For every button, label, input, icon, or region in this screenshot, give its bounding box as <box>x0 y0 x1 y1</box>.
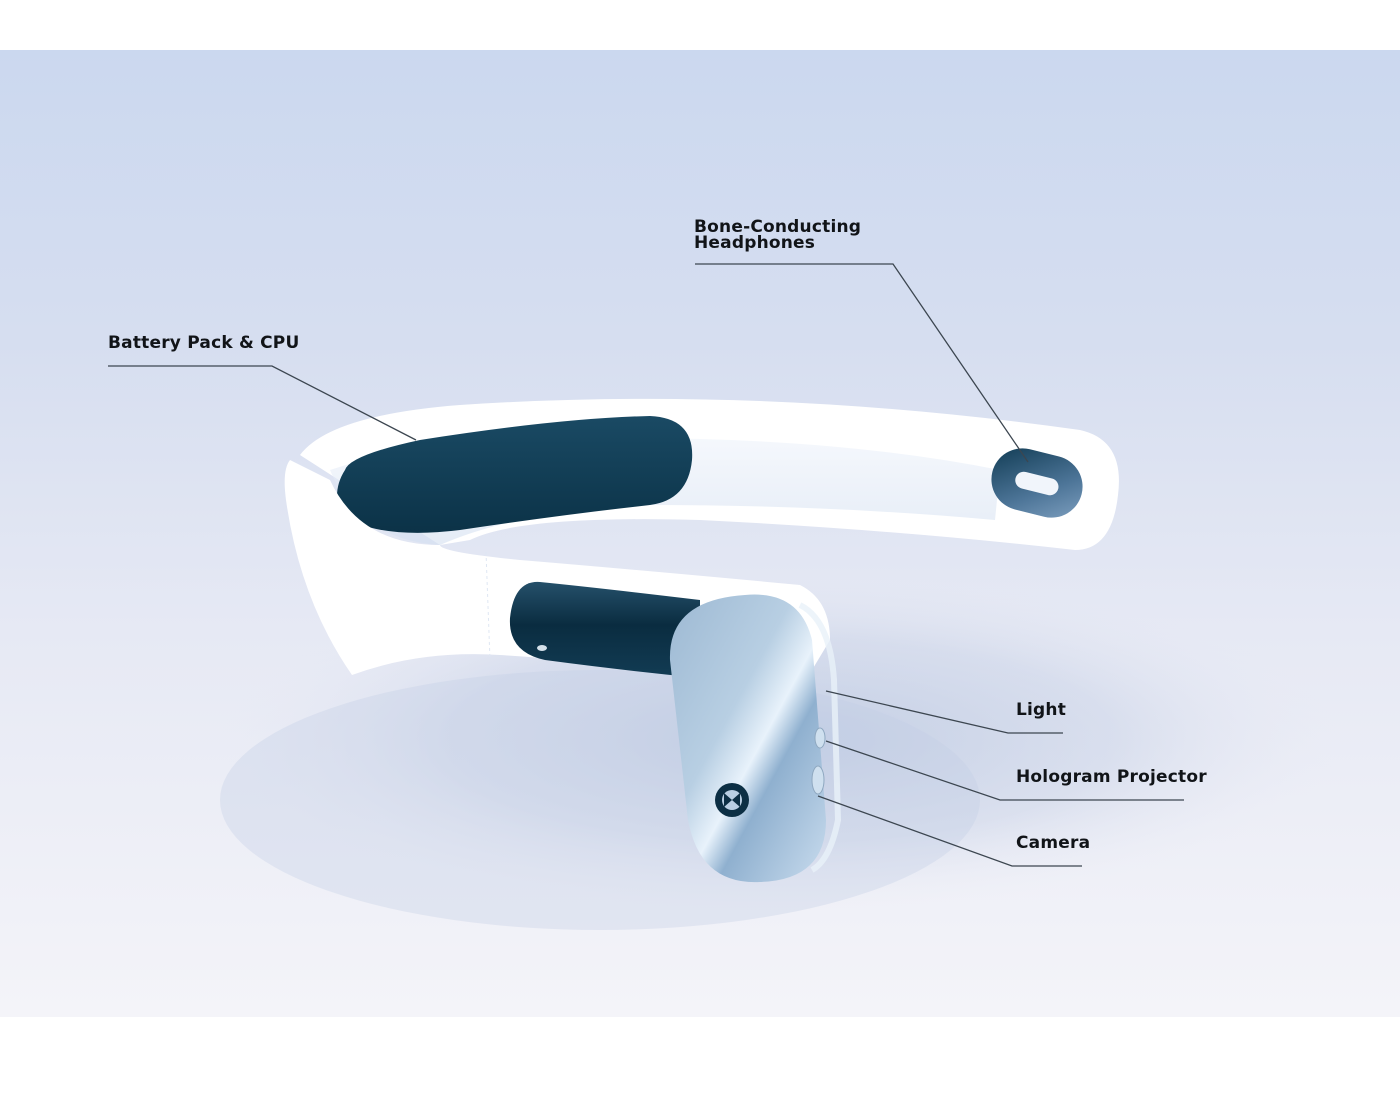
battery-pack-pad <box>336 416 693 533</box>
callout-camera: Camera <box>1016 833 1091 853</box>
leader-camera <box>817 795 1082 867</box>
leader-hologram <box>825 740 1184 801</box>
leader-battery <box>108 365 417 441</box>
figure-canvas: Bone-Conducting Headphones Battery Pack … <box>0 50 1400 1017</box>
brand-logo-icon <box>715 783 749 817</box>
callout-line-1: Bone-Conducting <box>694 217 862 237</box>
tube-slot <box>509 581 700 678</box>
leader-lines <box>108 263 1184 867</box>
bone-conducting-earpiece <box>991 448 1083 518</box>
callout-battery-pack-cpu: Battery Pack & CPU <box>108 333 300 353</box>
headband-device-illustration <box>108 263 1340 930</box>
callout-bone-conducting-headphones: Bone-Conducting Headphones <box>694 217 862 253</box>
leader-bone-conducting <box>695 263 1029 463</box>
callout-hologram-projector: Hologram Projector <box>1016 767 1207 787</box>
callout-light: Light <box>1016 700 1067 720</box>
metal-plate <box>669 594 842 883</box>
callout-line-2: Headphones <box>694 233 816 253</box>
leader-light <box>825 690 1063 734</box>
